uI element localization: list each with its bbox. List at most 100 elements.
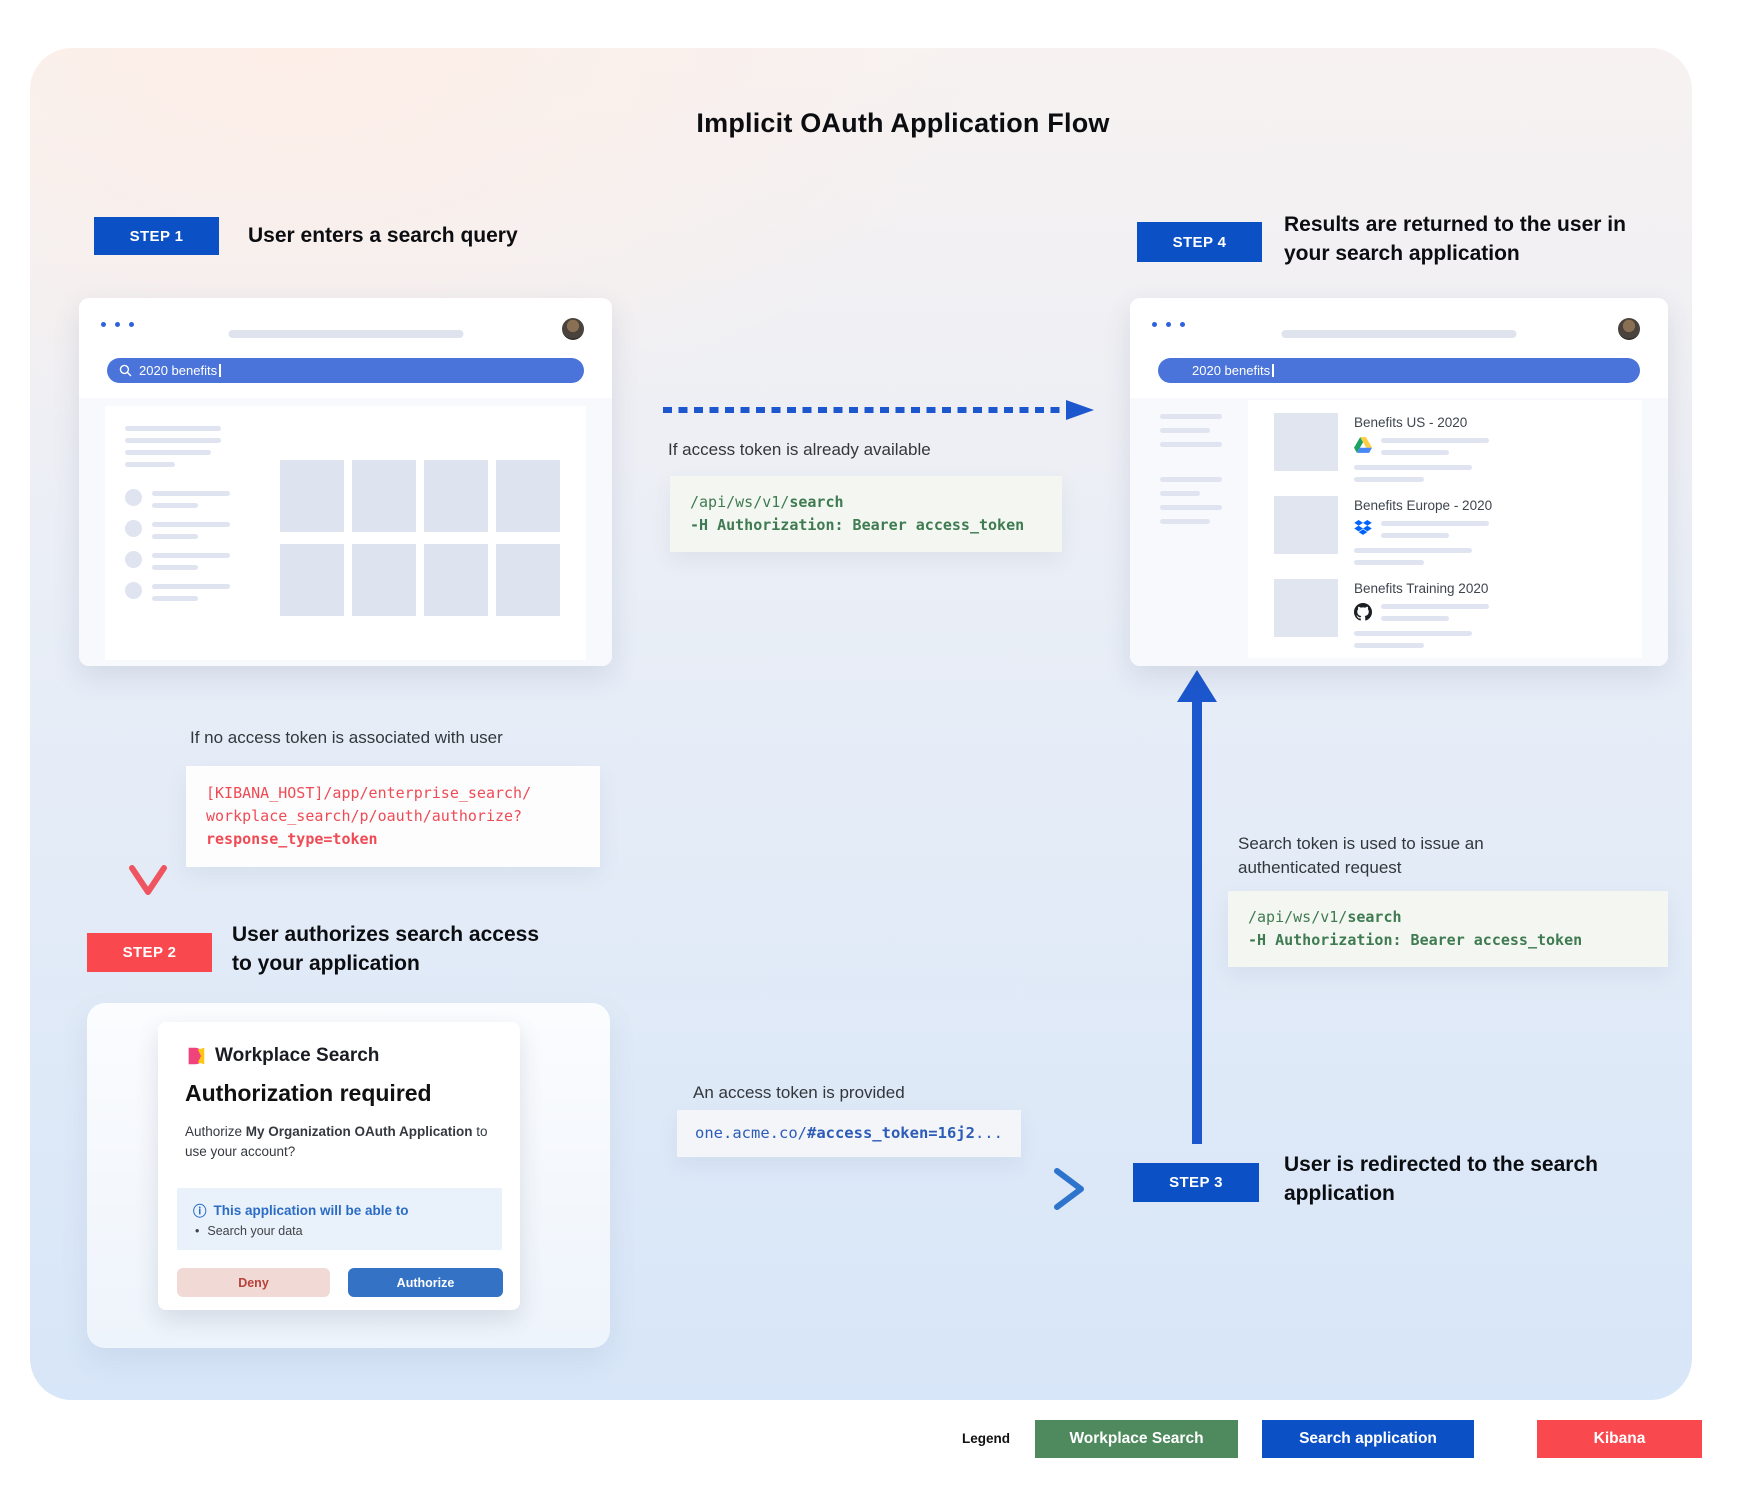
code-line: workplace_search/p/oauth/authorize?: [206, 807, 523, 825]
permission-item: • Search your data: [195, 1224, 303, 1238]
window-dot-icon[interactable]: [1152, 322, 1157, 327]
results-panel: Benefits US - 2020: [1248, 400, 1642, 658]
thumbnail-placeholder: [496, 460, 560, 532]
skeleton-line: [1381, 438, 1489, 443]
dotted-arrow-right: [663, 400, 1094, 420]
dialog-heading: Authorization required: [185, 1080, 432, 1106]
search-input[interactable]: 2020 benefits: [1158, 358, 1640, 383]
result-thumbnail: [1274, 579, 1338, 637]
thumbnail-placeholder: [424, 544, 488, 616]
code-line: [KIBANA_HOST]/app/enterprise_search/: [206, 784, 532, 802]
skeleton-line: [1160, 519, 1210, 524]
result-title: Benefits US - 2020: [1354, 415, 1468, 430]
skeleton-line: [1354, 643, 1424, 648]
user-avatar[interactable]: [562, 318, 584, 340]
code-block-kibana-authorize: [KIBANA_HOST]/app/enterprise_search/ wor…: [186, 766, 600, 867]
sidebar-skeleton-panel: [105, 406, 257, 660]
info-icon: ⓘ: [193, 1204, 207, 1219]
page-title: Implicit OAuth Application Flow: [696, 108, 1110, 138]
step2-title-line1: User authorizes search access: [232, 923, 540, 946]
skeleton-line: [1354, 477, 1424, 482]
skeleton-line: [1160, 477, 1222, 482]
code-endpoint: search: [1347, 908, 1402, 926]
search-result-row[interactable]: Benefits US - 2020: [1274, 413, 1642, 482]
skeleton-line: [1381, 533, 1449, 538]
browser-content: Benefits US - 2020: [1130, 398, 1668, 666]
annotation-line1: Search token is used to issue an: [1238, 834, 1484, 853]
result-title: Benefits Europe - 2020: [1354, 498, 1493, 513]
permissions-title-text: This application will be able to: [213, 1202, 409, 1218]
window-dot-icon[interactable]: [1180, 322, 1185, 327]
window-controls[interactable]: [101, 322, 134, 327]
annotation-no-token: If no access token is associated with us…: [190, 728, 503, 747]
skeleton-line: [1381, 521, 1489, 526]
thumbnail-placeholder: [352, 460, 416, 532]
thumbnail-placeholder: [280, 460, 344, 532]
step2-badge: STEP 2: [87, 933, 212, 972]
annotation-token-provided: An access token is provided: [693, 1083, 905, 1102]
annotation-line2: authenticated request: [1238, 858, 1402, 877]
user-avatar[interactable]: [1618, 318, 1640, 340]
oauth-app-name: My Organization OAuth Application: [245, 1124, 473, 1139]
skeleton-line: [1354, 548, 1472, 553]
thumbnail-placeholder: [352, 544, 416, 616]
avatar-placeholder: [125, 582, 142, 599]
list-item: [125, 551, 257, 570]
skeleton-line: [125, 438, 221, 443]
window-controls[interactable]: [1152, 322, 1185, 327]
skeleton-line: [1160, 505, 1222, 510]
thumbnail-placeholder: [280, 544, 344, 616]
code-endpoint: search: [789, 493, 844, 511]
code-block-api-search: /api/ws/v1/search -H Authorization: Bear…: [670, 476, 1062, 552]
thumbnail-grid: [280, 460, 560, 616]
browser-window-step4: 2020 benefits Benefits US - 2020: [1130, 298, 1668, 666]
step2-title-line2: to your application: [232, 952, 420, 975]
skeleton-line: [152, 491, 230, 496]
permissions-title: ⓘ This application will be able to: [193, 1200, 409, 1220]
dropbox-icon: [1354, 520, 1372, 535]
skeleton-line: [1354, 465, 1472, 470]
address-bar-placeholder: [228, 330, 463, 338]
result-title: Benefits Training 2020: [1354, 581, 1489, 596]
window-dot-icon[interactable]: [101, 322, 106, 327]
result-thumbnail: [1274, 413, 1338, 471]
step1-badge: STEP 1: [94, 217, 219, 255]
list-item: [125, 489, 257, 508]
skeleton-line: [1381, 604, 1489, 609]
authorization-dialog: Workplace Search Authorization required …: [158, 1022, 520, 1310]
workplace-search-logo-icon: [188, 1047, 205, 1065]
code-fragment: #access_token=16j2: [806, 1124, 975, 1142]
window-dot-icon[interactable]: [1166, 322, 1171, 327]
window-dot-icon[interactable]: [115, 322, 120, 327]
step1-title: User enters a search query: [248, 224, 518, 247]
workplace-search-brand: Workplace Search: [185, 1045, 379, 1067]
avatar-placeholder: [125, 520, 142, 537]
brand-name: Workplace Search: [215, 1045, 380, 1066]
search-query-text: 2020 benefits: [1192, 363, 1274, 378]
skeleton-line: [1381, 616, 1449, 621]
search-result-row[interactable]: Benefits Training 2020: [1274, 579, 1642, 648]
solid-arrow-up: [1177, 670, 1217, 1144]
search-result-row[interactable]: Benefits Europe - 2020: [1274, 496, 1642, 565]
search-input[interactable]: 2020 benefits: [107, 358, 584, 383]
legend-chip-workplace-search: Workplace Search: [1035, 1420, 1238, 1458]
list-item: [125, 582, 257, 601]
authorize-button[interactable]: Authorize: [348, 1268, 503, 1297]
skeleton-line: [1160, 428, 1210, 433]
avatar-placeholder: [125, 489, 142, 506]
step3-title-line2: application: [1284, 1182, 1395, 1205]
step4-title: Results are returned to the user in your…: [1284, 210, 1626, 268]
window-dot-icon[interactable]: [129, 322, 134, 327]
deny-button[interactable]: Deny: [177, 1268, 330, 1297]
annotation-token-used: Search token is used to issue an authent…: [1238, 832, 1484, 880]
browser-window-step1: 2020 benefits: [79, 298, 612, 666]
skeleton-line: [125, 462, 175, 467]
skeleton-line: [152, 553, 230, 558]
skeleton-line: [152, 596, 198, 601]
skeleton-line: [1354, 560, 1424, 565]
code-auth-header: -H Authorization: Bearer access_token: [690, 516, 1025, 534]
thumbnail-placeholder: [496, 544, 560, 616]
avatar-placeholder: [125, 551, 142, 568]
code-ellipsis: ...: [974, 1124, 1003, 1142]
legend-chip-search-application: Search application: [1262, 1420, 1474, 1458]
